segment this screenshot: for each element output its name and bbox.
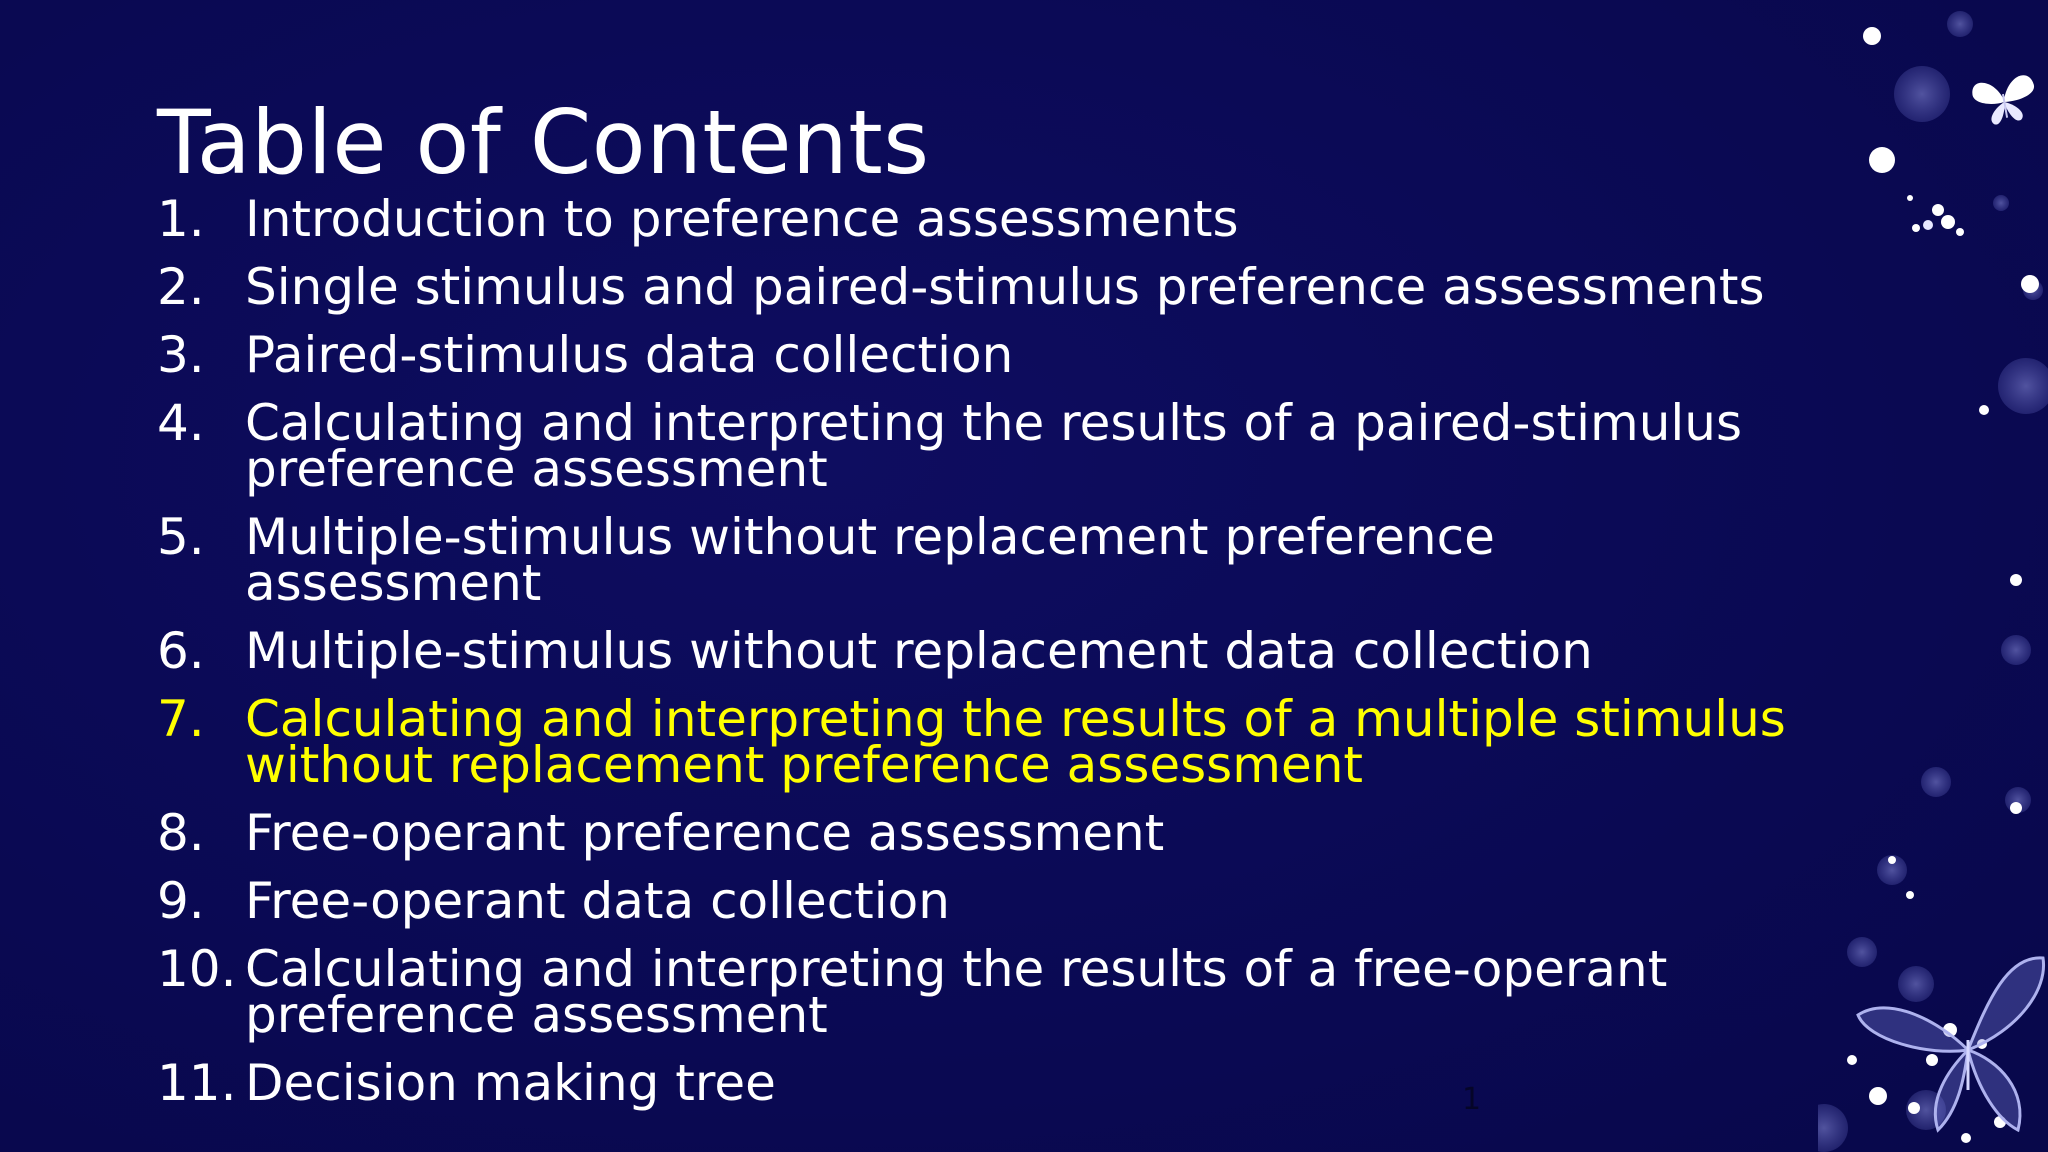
list-item: 10. Calculating and interpreting the res… bbox=[157, 940, 1797, 1044]
item-number: 1. bbox=[157, 190, 205, 248]
bubble-decoration bbox=[1818, 11, 2048, 1152]
bubble bbox=[1941, 215, 1955, 229]
item-number: 11. bbox=[157, 1054, 237, 1112]
list-item: 3. Paired-stimulus data collection bbox=[157, 326, 1797, 384]
bubble bbox=[1906, 891, 1914, 899]
page-number: 1 bbox=[1462, 1082, 1482, 1117]
bubble bbox=[1926, 1054, 1938, 1066]
item-number: 2. bbox=[157, 258, 205, 316]
table-of-contents-list: 1. Introduction to preference assessment… bbox=[157, 190, 1797, 1128]
bubble bbox=[1961, 1133, 1971, 1143]
item-number: 6. bbox=[157, 622, 205, 680]
bubble bbox=[1869, 147, 1895, 173]
item-number: 3. bbox=[157, 326, 205, 384]
list-item: 11. Decision making tree bbox=[157, 1054, 1797, 1112]
item-text: Paired-stimulus data collection bbox=[245, 326, 1014, 384]
list-item: 1. Introduction to preference assessment… bbox=[157, 190, 1797, 248]
bubble bbox=[1869, 1087, 1887, 1105]
bubble bbox=[1956, 228, 1964, 236]
list-item: 9. Free-operant data collection bbox=[157, 872, 1797, 930]
item-text: Free-operant data collection bbox=[245, 872, 950, 930]
list-item: 2. Single stimulus and paired-stimulus p… bbox=[157, 258, 1797, 316]
bubble bbox=[1894, 66, 1950, 122]
item-number: 5. bbox=[157, 508, 205, 566]
bubble bbox=[2010, 574, 2022, 586]
bubble bbox=[1921, 767, 1951, 797]
item-text: Calculating and interpreting the results… bbox=[245, 940, 1668, 1044]
list-item: 5. Multiple-stimulus without replacement… bbox=[157, 508, 1797, 612]
bubble bbox=[1998, 358, 2048, 414]
bubble bbox=[1912, 224, 1920, 232]
bubble bbox=[1947, 11, 1973, 37]
item-text: Free-operant preference assessment bbox=[245, 804, 1165, 862]
bubble bbox=[1847, 1055, 1857, 1065]
butterfly-outline-icon bbox=[1856, 956, 2046, 1133]
list-item-highlighted: 7. Calculating and interpreting the resu… bbox=[157, 690, 1797, 794]
bubble bbox=[1907, 195, 1913, 201]
bubble bbox=[1932, 204, 1944, 216]
item-number: 4. bbox=[157, 394, 205, 452]
item-text: Multiple-stimulus without replacement pr… bbox=[245, 508, 1495, 612]
bubble bbox=[1898, 966, 1934, 1002]
bubble bbox=[1923, 220, 1933, 230]
list-item: 4. Calculating and interpreting the resu… bbox=[157, 394, 1797, 498]
bubble bbox=[1908, 1102, 1920, 1114]
item-text: Calculating and interpreting the results… bbox=[245, 690, 1786, 794]
item-text: Introduction to preference assessments bbox=[245, 190, 1239, 248]
bubble bbox=[1847, 937, 1877, 967]
item-text: Single stimulus and paired-stimulus pref… bbox=[245, 258, 1765, 316]
slide-title: Table of Contents bbox=[157, 91, 930, 194]
item-number: 8. bbox=[157, 804, 205, 862]
item-text: Multiple-stimulus without replacement da… bbox=[245, 622, 1593, 680]
bubble bbox=[1993, 195, 2009, 211]
bubble bbox=[2001, 635, 2031, 665]
list-item: 8. Free-operant preference assessment bbox=[157, 804, 1797, 862]
bubble bbox=[2010, 802, 2022, 814]
bubble bbox=[1863, 27, 1881, 45]
list-item: 6. Multiple-stimulus without replacement… bbox=[157, 622, 1797, 680]
bubble bbox=[1818, 1104, 1848, 1152]
item-number: 9. bbox=[157, 872, 205, 930]
butterfly-icon bbox=[1972, 75, 2034, 125]
item-text: Decision making tree bbox=[245, 1054, 776, 1112]
item-number: 10. bbox=[157, 940, 237, 998]
bubble bbox=[1979, 405, 1989, 415]
bubble bbox=[2021, 275, 2039, 293]
item-text: Calculating and interpreting the results… bbox=[245, 394, 1743, 498]
bubble bbox=[1888, 856, 1896, 864]
bubble bbox=[1877, 855, 1907, 885]
item-number: 7. bbox=[157, 690, 205, 748]
